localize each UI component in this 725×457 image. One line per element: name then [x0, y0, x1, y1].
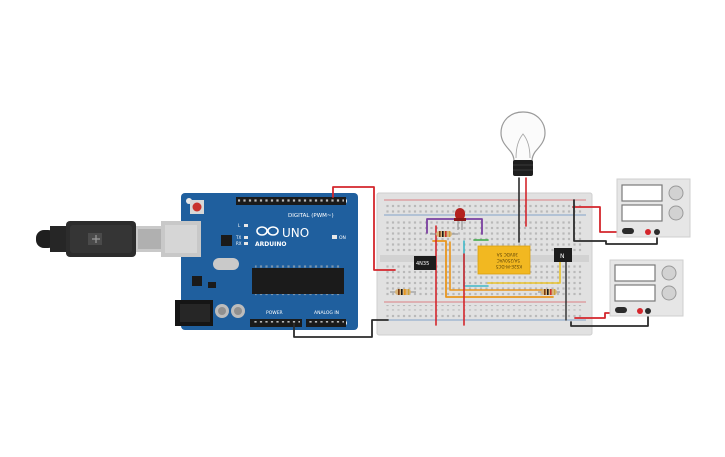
relay-line3: 30VDC 5A [497, 252, 518, 257]
digital-header-label: DIGITAL (PWM~) [288, 213, 334, 219]
on-led [332, 235, 337, 239]
psu1-knob-icon[interactable] [668, 185, 684, 201]
wires [293, 177, 658, 338]
psu2-knob-icon[interactable] [661, 285, 677, 301]
transistor-label: N [560, 253, 565, 260]
optocoupler[interactable]: 4N35 [414, 256, 436, 270]
optocoupler-label: 4N35 [416, 261, 429, 267]
transistor[interactable]: N [554, 248, 572, 262]
relay-line2: 5A/250VAC [497, 258, 520, 263]
wire-psu1-black[interactable] [573, 199, 658, 245]
relay[interactable]: KS2E-M-DC5 5A/250VAC 30VDC 5A [477, 245, 531, 275]
psu2-display-bottom [614, 284, 656, 302]
psu2-display-top [614, 264, 656, 282]
wire-black-gnd[interactable] [293, 319, 389, 338]
psu1-knob-icon[interactable] [668, 205, 684, 221]
usb-chip [221, 235, 232, 246]
relay-line1: KS2E-M-DC5 [496, 264, 522, 269]
analog-header-label: ANALOG IN [314, 310, 339, 316]
rx-label: RX [236, 241, 242, 246]
psu2-terminal-neg[interactable] [645, 308, 651, 314]
psu1-terminal-neg[interactable] [654, 229, 660, 235]
power-header-label: POWER [266, 310, 283, 316]
wire-yellow[interactable] [487, 261, 561, 284]
wire-psu1-red[interactable] [572, 206, 633, 233]
psu1-terminal-pos[interactable] [645, 229, 651, 235]
arduino-uno-board[interactable]: DIGITAL (PWM~) UNO ARDUINO ON L TX RX PO… [161, 193, 358, 330]
psu1-switch[interactable] [622, 228, 634, 234]
light-bulb[interactable] [500, 111, 546, 176]
arduino-logo-icon [256, 226, 279, 236]
psu2-switch[interactable] [615, 307, 627, 313]
brand-text: ARDUINO [255, 241, 286, 248]
psu1-display-bottom [621, 204, 663, 222]
crystal [213, 258, 239, 270]
l-label: L [238, 223, 241, 228]
resistor[interactable] [430, 231, 458, 237]
resistor[interactable] [390, 289, 416, 295]
usb-cable[interactable] [36, 221, 164, 257]
usb-symbol-icon [92, 235, 100, 243]
power-supply-2[interactable] [609, 259, 684, 317]
wire-orange-1[interactable] [432, 240, 554, 298]
psu1-display-top [621, 184, 663, 202]
tx-led [244, 236, 248, 239]
psu2-terminal-pos[interactable] [637, 308, 643, 314]
on-label: ON [339, 235, 346, 241]
resistor[interactable] [538, 289, 560, 295]
wire-orange-2[interactable] [449, 241, 549, 291]
wire-red-5v[interactable] [332, 186, 396, 271]
led-red[interactable] [454, 208, 466, 230]
rx-led [244, 242, 248, 245]
psu2-knob-icon[interactable] [661, 265, 677, 281]
tx-label: TX [235, 235, 241, 240]
wire-psu2-black[interactable] [570, 312, 649, 327]
atmega-chip [252, 268, 344, 294]
model-text: UNO [282, 226, 309, 240]
l-led [244, 224, 248, 227]
power-supply-1[interactable] [616, 178, 691, 238]
